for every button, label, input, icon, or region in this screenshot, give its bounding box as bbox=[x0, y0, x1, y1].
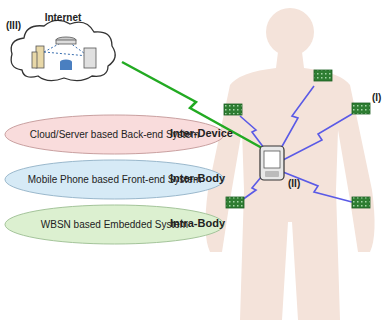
link-level: Inter-Device bbox=[170, 127, 233, 139]
link-level: Inter-Body bbox=[170, 172, 225, 184]
callout-number: (I) bbox=[372, 92, 381, 103]
human-body bbox=[205, 8, 374, 320]
mobile-phone bbox=[260, 146, 284, 180]
link-level: Intra-Body bbox=[170, 217, 225, 229]
cloud-node: Internet bbox=[4, 12, 122, 84]
callout-number: (III) bbox=[6, 20, 21, 31]
callout-number: (II) bbox=[288, 178, 300, 189]
cloud-title: Internet bbox=[4, 12, 122, 23]
body-links bbox=[240, 86, 352, 202]
sensor-boards bbox=[224, 70, 370, 208]
